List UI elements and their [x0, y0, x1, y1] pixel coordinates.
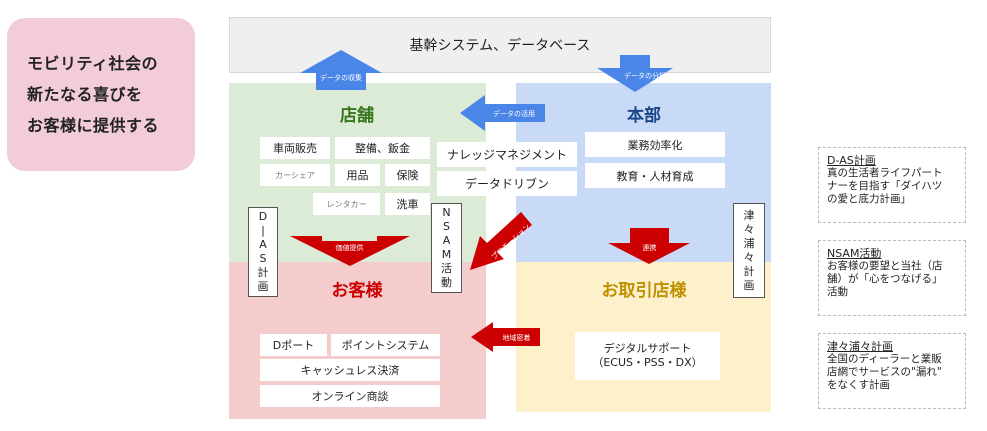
side-note-title: NSAM活動 [827, 247, 882, 260]
arrow-link [608, 228, 690, 264]
digital-support-line-1: デジタルサポート [603, 342, 692, 355]
arrow-promotion [470, 212, 532, 270]
side-note-tsudura: 津々浦々計画 全国のディーラーと業販 店網でサービスの"漏れ" をなくす計画 [818, 333, 966, 409]
hq-title: 本部 [627, 106, 661, 126]
customer-title: お客様 [331, 281, 383, 301]
knowledge-management-box: ナレッジマネジメント [437, 142, 577, 167]
shop-item-carshare: カーシェア [260, 164, 330, 186]
side-note-dias: D-AS計画 真の生活者ライフパート ナーを目指す「ダイハツ の愛と底力計画」 [818, 147, 966, 223]
dias-plan-label: D | A S 計 画 [248, 207, 278, 297]
arrow-collect-label: データの収集 [320, 74, 362, 82]
tsudura-char: 浦 [743, 236, 755, 250]
dias-char: S [259, 252, 267, 265]
side-note-line: 活動 [827, 286, 848, 298]
arrow-value-label: 価値提供 [335, 244, 364, 252]
arrow-community [471, 322, 540, 352]
customer-item-points: ポイントシステム [331, 334, 440, 356]
hq-item-efficiency: 業務効率化 [585, 132, 725, 157]
side-note-line: 全国のディーラーと業販 [827, 353, 942, 365]
tsudura-char: 々 [743, 250, 755, 264]
core-system-label: 基幹システム、データベース [409, 38, 591, 54]
tagline-line-3: お客様に提供する [27, 116, 160, 135]
nsam-char: A [442, 234, 451, 247]
shop-item-maintenance: 整備、鈑金 [335, 137, 430, 159]
dias-char: 計 [257, 266, 269, 279]
arrow-link-label: 連携 [642, 244, 657, 252]
tagline-line-1: モビリティ社会の [27, 54, 159, 73]
customer-item-online: オンライン商談 [260, 385, 440, 407]
arrow-utilize-label: データの活用 [493, 110, 535, 118]
arrow-collect [300, 50, 382, 90]
side-note-line: の愛と底力計画」 [827, 193, 911, 205]
customer-item-cashless: キャッシュレス決済 [260, 359, 440, 381]
arrow-community-label: 地域密着 [502, 334, 531, 342]
nsam-char: 活 [441, 262, 452, 275]
arrow-utilize [460, 95, 545, 131]
side-note-line: 店網でサービスの"漏れ" [827, 366, 942, 378]
nsam-char: M [441, 248, 452, 261]
side-note-line: お客様の要望と当社（店 [827, 260, 943, 272]
tagline-line-2: 新たなる喜びを [27, 85, 143, 104]
digital-support-line-2: （ECUS・PSS・DX） [592, 356, 703, 369]
data-driven-box: データドリブン [437, 171, 577, 196]
dias-char: A [259, 238, 267, 251]
dias-char: D [258, 210, 268, 223]
shop-title: 店舗 [340, 106, 374, 126]
shop-item-carwash: 洗車 [385, 193, 430, 215]
arrow-value [290, 236, 410, 266]
side-note-title: D-AS計画 [827, 154, 876, 167]
shop-item-supplies: 用品 [335, 164, 380, 186]
shop-item-rental: レンタカー [313, 193, 380, 215]
dealer-item-digital-support: デジタルサポート （ECUS・PSS・DX） [575, 332, 720, 380]
nsam-char: S [443, 220, 450, 233]
dias-char: 画 [257, 280, 269, 293]
hq-item-education: 教育・人材育成 [585, 163, 725, 188]
side-note-line: 舗）が「心をつなげる」 [827, 273, 943, 285]
arrow-analyze [597, 55, 673, 92]
tsudura-plan-label: 津 々 浦 々 計 画 [733, 203, 765, 298]
nsam-char: 動 [441, 276, 452, 289]
tsudura-char: 画 [743, 278, 755, 292]
nsam-activity-label: N S A M 活 動 [431, 203, 462, 293]
side-note-nsam: NSAM活動 お客様の要望と当社（店 舗）が「心をつなげる」 活動 [818, 240, 966, 316]
tagline-box: モビリティ社会の 新たなる喜びを お客様に提供する [7, 18, 195, 171]
nsam-char: N [442, 206, 451, 219]
dias-char: | [261, 224, 265, 237]
tsudura-char: 々 [743, 222, 755, 236]
side-note-line: をなくす計画 [827, 379, 890, 391]
customer-item-dport: Dポート [260, 334, 327, 356]
arrow-analyze-label: データの分析 [624, 72, 666, 80]
tsudura-char: 津 [743, 208, 755, 222]
dealer-title: お取引店様 [601, 281, 687, 301]
tsudura-char: 計 [743, 264, 755, 278]
side-note-title: 津々浦々計画 [827, 340, 893, 353]
shop-item-sales: 車両販売 [260, 137, 330, 159]
shop-item-insurance: 保険 [385, 164, 430, 186]
side-note-line: ナーを目指す「ダイハツ [827, 180, 943, 192]
side-note-line: 真の生活者ライフパート [827, 167, 943, 179]
